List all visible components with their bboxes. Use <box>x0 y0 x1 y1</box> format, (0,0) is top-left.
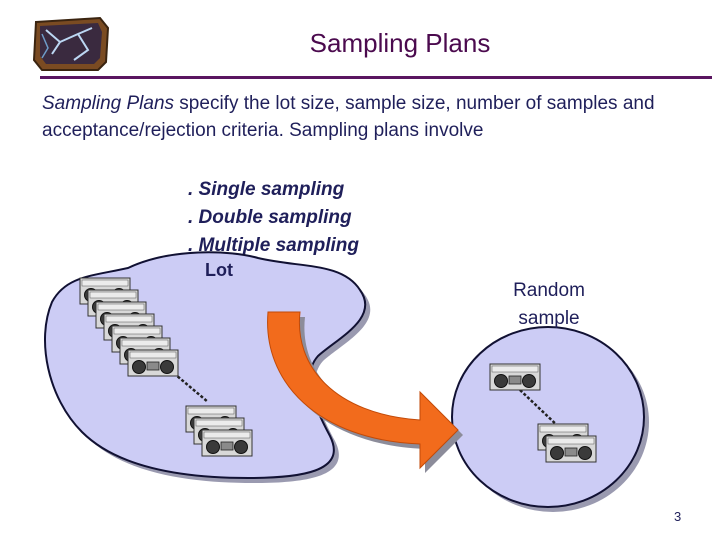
sampling-arrow <box>267 311 459 470</box>
intro-text: specify the lot size, sample size, numbe… <box>42 93 655 141</box>
corner-logo-icon <box>32 16 110 71</box>
lot-label: Lot <box>205 260 233 280</box>
bullet-single-sampling: . Single sampling <box>188 179 345 200</box>
random-sample-label: Random sample <box>488 277 610 333</box>
boombox-icon <box>201 429 253 457</box>
sample-ellipse <box>451 326 645 508</box>
bullet-double-sampling: . Double sampling <box>188 207 352 228</box>
radio-stacks <box>79 277 597 463</box>
sampling-plan-list: . Single sampling . Double sampling . Mu… <box>188 176 359 260</box>
boombox-icon <box>545 435 597 463</box>
intro-paragraph: Sampling Plans specify the lot size, sam… <box>42 90 682 144</box>
title-divider <box>40 76 712 79</box>
page-number: 3 <box>674 509 682 524</box>
lot-connector <box>169 369 209 403</box>
random-sample-line-2: sample <box>518 308 580 329</box>
random-sample-line-1: Random <box>513 280 585 301</box>
boombox-icon <box>489 363 541 391</box>
bullet-multiple-sampling: . Multiple sampling <box>188 235 360 256</box>
slide-title: Sampling Plans <box>309 28 491 58</box>
boombox-icon <box>127 349 179 377</box>
intro-emphasis: Sampling Plans <box>42 93 175 114</box>
sample-connector <box>519 389 561 429</box>
